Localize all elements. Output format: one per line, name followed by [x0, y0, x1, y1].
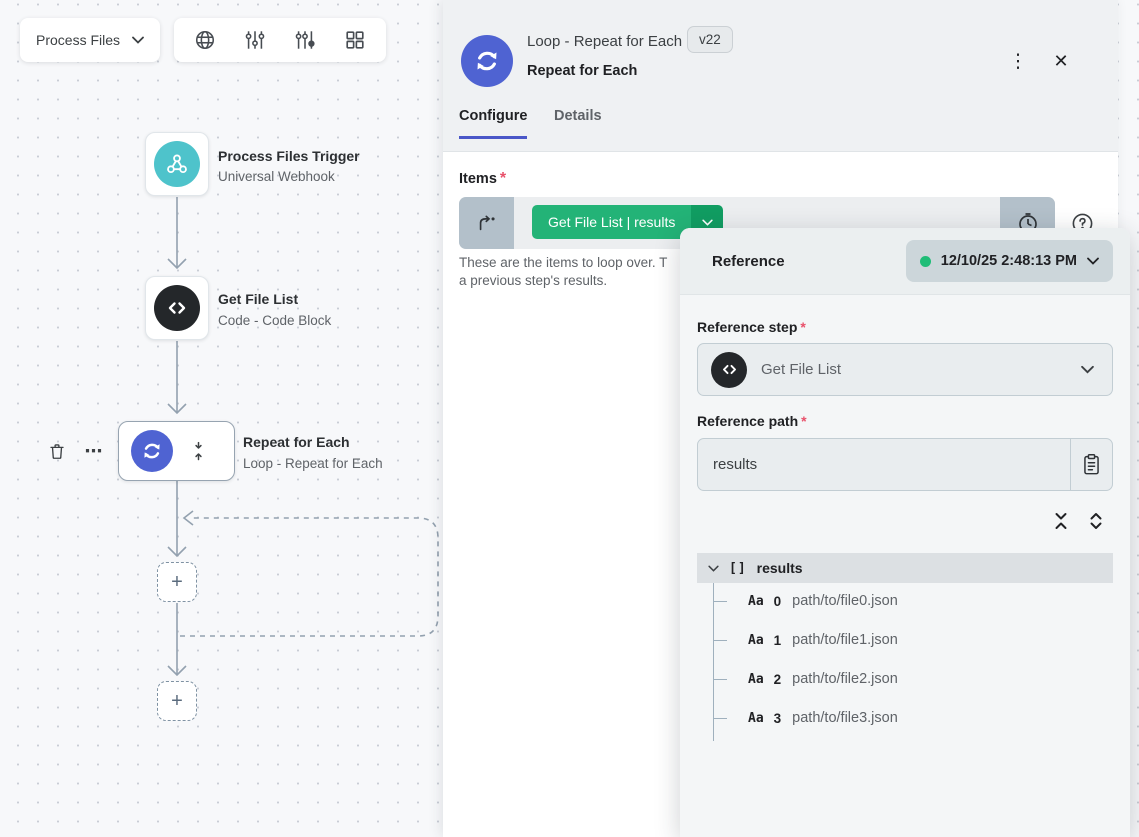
code-icon: [154, 285, 200, 331]
panel-step-name: Repeat for Each: [527, 63, 638, 79]
panel-step-type: Loop - Repeat for Each: [527, 33, 683, 50]
required-marker: *: [801, 413, 807, 429]
webhook-icon: [154, 141, 200, 187]
code-icon: [711, 351, 747, 388]
node-code-title: Get File List: [218, 291, 299, 307]
step-more-icon[interactable]: ⋯: [84, 440, 104, 461]
reference-popover: Reference 12/10/25 2:48:13 PM Reference …: [680, 228, 1130, 837]
tree-item-index: 1: [773, 632, 782, 648]
reference-path-label: Reference path: [697, 413, 799, 429]
chevron-down-icon: [1087, 257, 1099, 265]
tree-root-row[interactable]: [] results: [697, 553, 1113, 583]
reference-title: Reference: [712, 253, 785, 270]
kebab-menu-icon[interactable]: ⋮: [1008, 50, 1028, 72]
node-trigger[interactable]: [145, 132, 209, 196]
collapse-step-icon[interactable]: [191, 440, 206, 462]
workflow-connectors: [167, 197, 439, 677]
string-type-icon: Aa: [748, 632, 764, 648]
node-loop-subtitle: Loop - Repeat for Each: [243, 456, 383, 471]
array-type-icon: []: [729, 560, 747, 576]
canvas-toolbar: [174, 18, 386, 62]
tree-item-0[interactable]: Aa 0 path/to/file0.json: [697, 588, 1113, 614]
filters-alt-icon[interactable]: [284, 22, 326, 58]
tree-item-value: path/to/file3.json: [792, 710, 898, 726]
chevron-down-icon: [708, 565, 719, 572]
items-field-label: Items: [459, 171, 497, 187]
run-timestamp: 12/10/25 2:48:13 PM: [940, 253, 1077, 269]
loop-icon: [131, 430, 173, 472]
collapse-all-icon[interactable]: [1052, 511, 1070, 531]
items-help-line1: These are the items to loop over. T: [459, 255, 668, 270]
globe-icon[interactable]: [184, 22, 226, 58]
string-type-icon: Aa: [748, 671, 764, 687]
run-selector-button[interactable]: 12/10/25 2:48:13 PM: [905, 240, 1113, 282]
expand-all-icon[interactable]: [1087, 511, 1105, 531]
add-step-in-loop-button[interactable]: +: [157, 562, 197, 602]
string-type-icon: Aa: [748, 710, 764, 726]
run-status-dot: [919, 255, 931, 267]
tree-item-value: path/to/file1.json: [792, 632, 898, 648]
reference-mode-icon: [459, 197, 514, 249]
node-trigger-subtitle: Universal Webhook: [218, 169, 335, 184]
node-loop-title: Repeat for Each: [243, 434, 350, 450]
workflow-selector[interactable]: Process Files: [20, 18, 161, 62]
workflow-selector-label: Process Files: [36, 32, 121, 48]
chevron-down-icon: [1081, 365, 1094, 374]
tree-item-index: 2: [773, 671, 782, 687]
node-trigger-title: Process Files Trigger: [218, 148, 360, 164]
panel-header: [443, 0, 1118, 152]
tab-configure[interactable]: Configure: [459, 108, 528, 139]
node-code-subtitle: Code - Code Block: [218, 313, 332, 328]
tree-item-2[interactable]: Aa 2 path/to/file2.json: [697, 666, 1113, 692]
reference-step-dropdown[interactable]: Get File List: [697, 343, 1113, 396]
tree-root-label: results: [756, 560, 803, 576]
grid-view-icon[interactable]: [334, 22, 376, 58]
node-code[interactable]: [145, 276, 209, 340]
close-icon[interactable]: ✕: [1053, 50, 1069, 71]
reference-path-value: results: [713, 456, 758, 473]
reference-pill[interactable]: Get File List | results: [532, 205, 724, 239]
reference-path-input[interactable]: results: [697, 438, 1113, 491]
delete-step-icon[interactable]: [46, 440, 68, 462]
node-loop[interactable]: [118, 421, 235, 481]
tree-item-index: 0: [773, 593, 782, 609]
tree-item-3[interactable]: Aa 3 path/to/file3.json: [697, 705, 1113, 731]
reference-step-label: Reference step: [697, 319, 798, 335]
tree-item-1[interactable]: Aa 1 path/to/file1.json: [697, 627, 1113, 653]
reference-step-value: Get File List: [761, 361, 842, 378]
tab-details[interactable]: Details: [554, 108, 602, 124]
version-badge: v22: [687, 26, 733, 53]
filters-icon[interactable]: [234, 22, 276, 58]
string-type-icon: Aa: [748, 593, 764, 609]
tree-item-value: path/to/file2.json: [792, 671, 898, 687]
tree-item-index: 3: [773, 710, 782, 726]
tree-rail: [713, 583, 714, 741]
panel-loop-icon: [461, 35, 513, 87]
chevron-down-icon: [132, 36, 144, 44]
items-help-line2: a previous step's results.: [459, 273, 608, 288]
required-marker: *: [800, 319, 806, 335]
tree-item-value: path/to/file0.json: [792, 593, 898, 609]
clipboard-icon: [1084, 453, 1099, 475]
copy-path-button[interactable]: [1070, 439, 1112, 490]
required-marker: *: [499, 170, 507, 187]
reference-pill-label: Get File List | results: [532, 205, 692, 239]
add-step-after-loop-button[interactable]: +: [157, 681, 197, 721]
